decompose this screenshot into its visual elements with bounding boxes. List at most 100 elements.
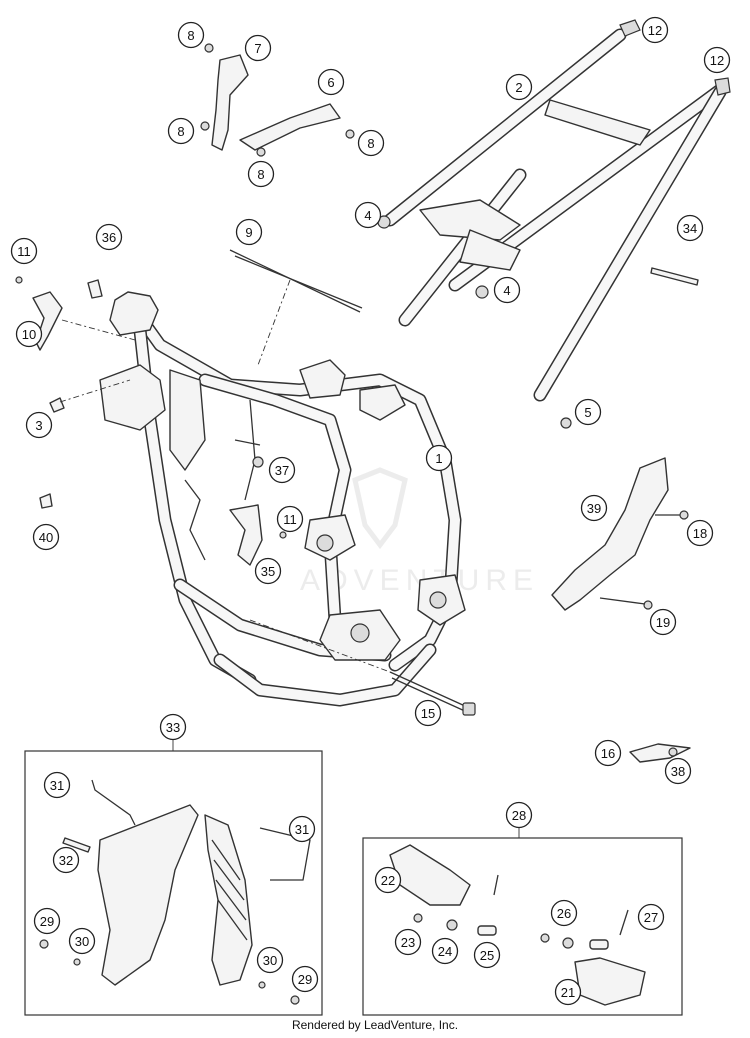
callout-circle (15, 320, 43, 348)
callout-circle (95, 223, 123, 251)
callout-25: 25 (473, 941, 501, 969)
callout-number: 9 (245, 225, 252, 240)
bolt-19 (599, 597, 653, 610)
callout-circle (664, 757, 692, 785)
callout-circle (649, 608, 677, 636)
bolt-15 (389, 671, 476, 716)
callout-circle (550, 899, 578, 927)
callout-number: 11 (283, 512, 297, 527)
callout-37: 37 (268, 456, 296, 484)
small-parts-23-27 (413, 874, 629, 950)
callout-5: 5 (574, 398, 602, 426)
frame-guard-right (204, 814, 253, 986)
callout-circle (473, 941, 501, 969)
callout-circle (703, 46, 731, 74)
callout-number: 39 (587, 501, 601, 516)
callout-number: 24 (438, 944, 452, 959)
callout-circle (317, 68, 345, 96)
callout-circle (425, 444, 453, 472)
callout-6: 6 (317, 68, 345, 96)
callout-circle (676, 214, 704, 242)
callout-29: 29 (33, 907, 61, 935)
pin-32 (62, 837, 91, 853)
callout-number: 35 (261, 564, 275, 579)
callout-circle (354, 201, 382, 229)
bolts-8 (200, 43, 355, 157)
wire-31-right (259, 827, 311, 881)
callout-32: 32 (52, 846, 80, 874)
callout-18: 18 (686, 519, 714, 547)
callout-number: 8 (177, 124, 184, 139)
callout-number: 5 (584, 405, 591, 420)
callout-circle (167, 117, 195, 145)
callout-circle (68, 927, 96, 955)
callout-26: 26 (550, 899, 578, 927)
callout-number: 11 (17, 244, 31, 259)
callout-number: 37 (275, 463, 289, 478)
callout-8: 8 (357, 129, 385, 157)
callout-35: 35 (254, 557, 282, 585)
guard-39 (551, 457, 669, 611)
callout-number: 29 (40, 914, 54, 929)
callout-19: 19 (649, 608, 677, 636)
callout-31: 31 (43, 771, 71, 799)
callout-circle (235, 218, 263, 246)
callout-number: 8 (367, 136, 374, 151)
callout-number: 19 (656, 615, 670, 630)
callout-circle (357, 129, 385, 157)
callout-23: 23 (394, 928, 422, 956)
callout-circle (594, 739, 622, 767)
callout-circle (43, 771, 71, 799)
callout-circle (247, 160, 275, 188)
callout-number: 12 (648, 23, 662, 38)
callout-22: 22 (374, 866, 402, 894)
bolts-29 (39, 939, 300, 1005)
bolt-11b (279, 531, 287, 539)
callout-number: 4 (364, 208, 371, 223)
bracket-6 (239, 103, 341, 151)
kit-box-28 (362, 837, 683, 1016)
kit-box-33 (24, 750, 323, 1016)
callout-number: 30 (263, 953, 277, 968)
callout-number: 31 (50, 778, 64, 793)
chain-guide-16 (629, 743, 691, 763)
callout-circle (32, 523, 60, 551)
callout-circle (431, 937, 459, 965)
callout-circle (256, 946, 284, 974)
callout-30: 30 (68, 927, 96, 955)
callout-11: 11 (10, 237, 38, 265)
callout-39: 39 (580, 494, 608, 522)
callout-number: 26 (557, 906, 571, 921)
callout-circle (291, 965, 319, 993)
callout-circle (505, 73, 533, 101)
callout-2: 2 (505, 73, 533, 101)
callout-number: 34 (683, 221, 697, 236)
part-37 (234, 439, 264, 468)
plug-34 (650, 267, 699, 286)
callout-31: 31 (288, 815, 316, 843)
callout-16: 16 (594, 739, 622, 767)
main-frame (99, 291, 466, 707)
callout-number: 15 (421, 706, 435, 721)
callout-circle (276, 505, 304, 533)
callout-circle (641, 16, 669, 44)
callout-circle (254, 557, 282, 585)
callout-number: 10 (22, 327, 36, 342)
callout-40: 40 (32, 523, 60, 551)
callout-number: 12 (710, 53, 724, 68)
callout-circle (414, 699, 442, 727)
callout-number: 29 (298, 972, 312, 987)
callout-number: 25 (480, 948, 494, 963)
footpeg-21 (574, 957, 646, 1006)
washers-30 (73, 958, 266, 989)
subframe (383, 19, 731, 402)
callout-number: 8 (187, 28, 194, 43)
callout-8: 8 (177, 21, 205, 49)
callout-circle (10, 237, 38, 265)
bolt-5 (560, 417, 572, 429)
callout-circle (159, 713, 187, 741)
callout-4: 4 (354, 201, 382, 229)
callout-number: 4 (503, 283, 510, 298)
